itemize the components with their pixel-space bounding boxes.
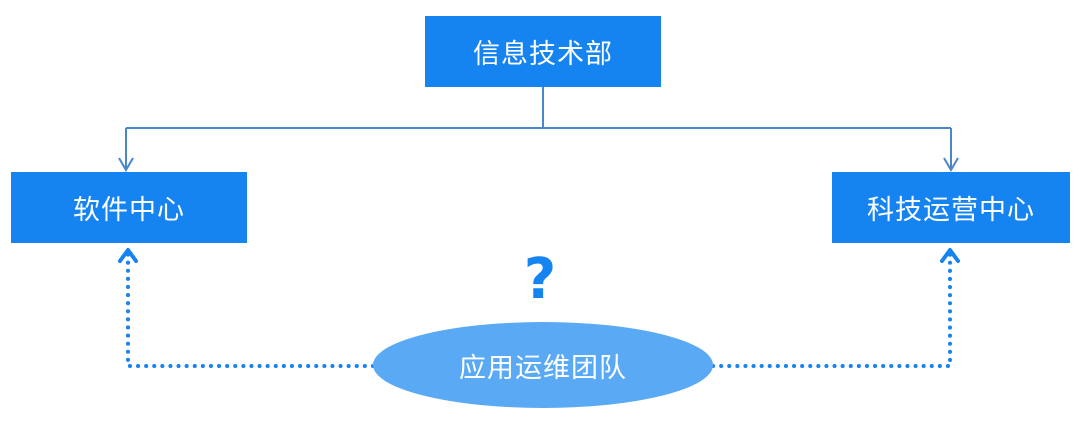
node-tech-operations-center-label: 科技运营中心 — [867, 195, 1035, 226]
dotted-arrow-left — [118, 248, 138, 263]
dotted-connector-right — [711, 250, 952, 368]
node-tech-operations-center: 科技运营中心 — [832, 172, 1070, 243]
node-software-center: 软件中心 — [11, 172, 247, 243]
dotted-arrow-right — [940, 248, 960, 263]
node-app-ops-team: 应用运维团队 — [373, 322, 713, 408]
arrow-head-right — [943, 157, 959, 172]
dotted-connector-left — [126, 250, 375, 368]
arrow-head-left — [118, 157, 134, 172]
node-software-center-label: 软件中心 — [73, 195, 185, 226]
node-it-department-label: 信息技术部 — [473, 39, 613, 70]
node-app-ops-team-label: 应用运维团队 — [459, 352, 627, 384]
node-it-department: 信息技术部 — [425, 16, 661, 87]
question-mark: ? — [523, 246, 557, 312]
